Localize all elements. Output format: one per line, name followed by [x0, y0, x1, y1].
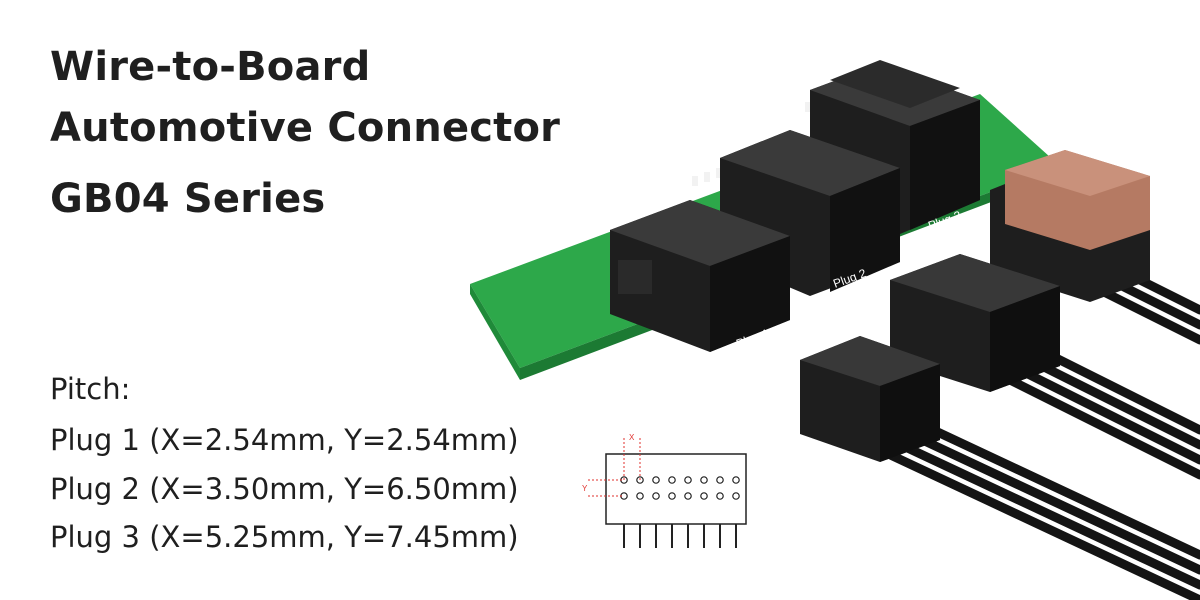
- pitch-plug-2: Plug 2 (X=3.50mm, Y=6.50mm): [50, 472, 519, 506]
- diagram-pin-holes-row-2: [620, 492, 740, 500]
- headline-line-3: GB04 Series: [50, 176, 326, 222]
- headline-line-2: Automotive Connector: [50, 105, 561, 151]
- diagram-pins: [623, 524, 737, 548]
- diagram-x-label: X: [629, 433, 635, 442]
- board-connector-1: [610, 200, 790, 352]
- mating-plug-3: [990, 150, 1150, 302]
- pitch-heading: Pitch:: [50, 372, 131, 406]
- pitch-plug-3: Plug 3 (X=5.25mm, Y=7.45mm): [50, 520, 519, 554]
- diagram-housing: [605, 453, 747, 525]
- diagram-dimension-markers: [588, 438, 641, 497]
- pitch-diagram: X Y: [582, 433, 747, 548]
- mating-plug-2: [890, 254, 1060, 392]
- connector-product-image: Plug 1 Plug 2 Plug 3: [470, 60, 1200, 600]
- mating-plug-1: [800, 336, 940, 462]
- pitch-plug-1: Plug 1 (X=2.54mm, Y=2.54mm): [50, 423, 519, 457]
- headline-line-1: Wire-to-Board: [50, 44, 371, 90]
- diagram-y-label: Y: [582, 484, 588, 493]
- diagram-pin-holes-row-1: [620, 476, 740, 484]
